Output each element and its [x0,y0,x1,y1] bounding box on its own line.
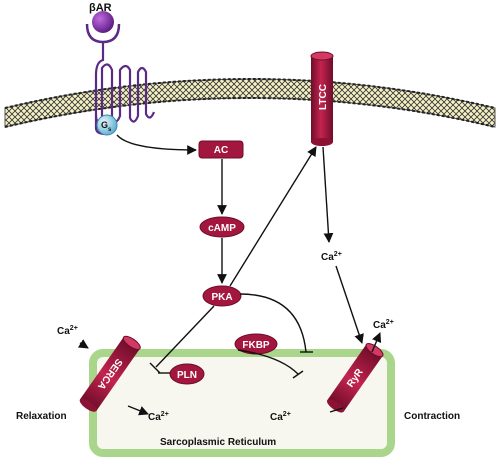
arrow-ca-serca-in [77,339,89,349]
gs-protein: G s [96,114,118,136]
ryr-release-line [329,407,344,413]
pln-node: PLN [169,363,205,385]
ca-label-ryr-out: Ca2+ [373,319,394,331]
pka-label: PKA [211,292,232,303]
ltcc-label: LTCC [318,84,329,110]
fkbp-label: FKBP [242,340,270,351]
arrow-ltcc-to-ca [322,146,334,243]
arrow-ryr-ca-out [371,332,382,353]
pathway-connectors [77,134,382,416]
inhibit-bar-serca [149,362,161,374]
contraction-label: Contraction [404,411,460,422]
ltcc-channel: LTCC [310,51,334,146]
arrow-ca-to-ryr [335,265,364,344]
pka-node: PKA [202,285,242,307]
ca-label-serca-out: Ca2+ [148,411,169,423]
ca-label-serca-in: Ca2+ [57,325,78,337]
inhibit-pka-serca [155,305,215,368]
inhibit-fkbp-ryr [237,349,299,375]
ca-ion-labels: Ca2+ Ca2+ Ca2+ Ca2+ Ca2+ [57,251,394,423]
arrow-pka-to-ltcc [229,146,317,287]
ligand-icon [92,11,114,33]
pln-label: PLN [177,370,197,381]
ac-label: AC [214,145,228,156]
arrow-gs-to-ac [116,134,197,155]
ca-label-sr-store: Ca2+ [270,411,291,423]
relaxation-label: Relaxation [16,411,67,422]
ca-label-cytosol: Ca2+ [321,251,342,263]
sr-label: Sarcoplasmic Reticulum [160,437,276,448]
inhibit-bar-fkbp [292,370,304,379]
cell-membrane [4,78,496,128]
gs-label: G [101,120,108,130]
inhibit-pka-ryr [239,293,307,353]
gs-subscript: s [108,127,112,133]
receptor-label: βAR [89,2,112,14]
ac-node: AC [198,140,244,159]
arrow-serca-out [127,405,149,416]
camp-label: cAMP [208,223,236,234]
camp-node: cAMP [199,216,245,238]
beta-adrenergic-receptor [85,11,156,136]
